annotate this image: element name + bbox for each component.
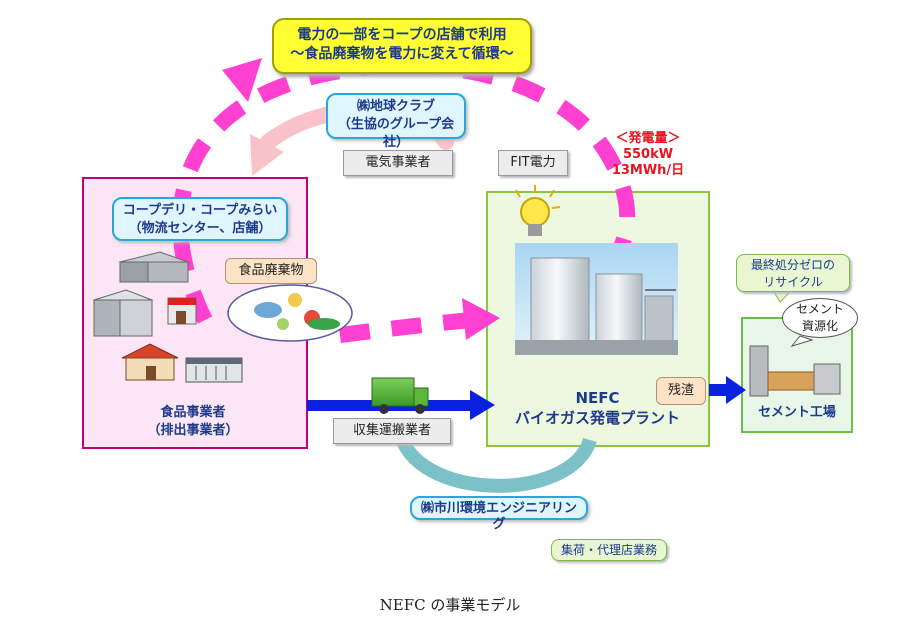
residue-arrowhead xyxy=(726,376,746,404)
coop-name: コープデリ・コープみらい xyxy=(122,203,278,218)
ichikawa-pill: ㈱市川環境エンジニアリング xyxy=(410,496,588,532)
recycle-line2: リサイクル xyxy=(763,275,823,289)
truck-icon xyxy=(371,377,429,414)
food-business-label: 食品事業者 （排出事業者） xyxy=(108,404,278,442)
coop-pill: コープデリ・コープみらい （物流センター、店舗） xyxy=(112,197,288,241)
chikyu-club-name: ㈱地球クラブ xyxy=(356,99,435,114)
transport-operator-label: 収集運搬業者 xyxy=(333,418,451,444)
coop-note: （物流センター、店舗） xyxy=(128,221,272,236)
supermarket-icon xyxy=(185,357,243,383)
cement-plant-illustration xyxy=(749,345,841,397)
cement-bubble-tail xyxy=(790,335,814,347)
biogas-plant-photo xyxy=(515,243,678,355)
fit-power-label: FIT電力 xyxy=(498,150,568,176)
waste-transport-arrowhead xyxy=(470,390,495,420)
recycle-pill: 最終処分ゼロの リサイクル xyxy=(736,254,850,292)
restaurant-icon xyxy=(121,343,179,381)
electricity-return-arrowhead xyxy=(250,134,284,176)
recycle-pill-tail xyxy=(773,291,792,303)
power-output-kw: 550kW xyxy=(622,147,674,162)
electricity-provider-label: 電気事業者 xyxy=(343,150,453,176)
convenience-store-icon xyxy=(167,297,197,325)
nefc-plant-label: NEFC バイオガス発電プラント xyxy=(495,388,700,430)
food-waste-label: 食品廃棄物 xyxy=(225,258,317,284)
food-waste-illustration xyxy=(227,284,353,342)
food-business-note: （排出事業者） xyxy=(147,423,239,438)
food-business-name: 食品事業者 xyxy=(160,405,226,420)
agency-services-label: 集荷・代理店業務 xyxy=(551,539,667,561)
header-line1: 電力の一部をコープの店舗で利用 xyxy=(297,27,507,43)
residue-arrow-shaft xyxy=(709,384,729,396)
recycle-line1: 最終処分ゼロの xyxy=(750,258,835,272)
cement-bubble-line1: セメント xyxy=(796,302,844,316)
nefc-name: NEFC xyxy=(575,389,620,407)
lightbulb-icon xyxy=(515,185,561,236)
circulation-loop-arrowhead-right xyxy=(462,298,500,340)
cement-resource-bubble: セメント 資源化 xyxy=(782,298,858,338)
factory-building-icon xyxy=(92,289,154,337)
power-output-mwh: 13MWh/日 xyxy=(611,163,685,178)
logistics-center-icon xyxy=(118,251,190,283)
power-output: ＜発電量＞ 550kW 13MWh/日 xyxy=(592,131,704,183)
circulation-loop-arrowhead-top xyxy=(222,58,262,102)
header-banner: 電力の一部をコープの店舗で利用 ～食品廃棄物を電力に変えて循環～ xyxy=(272,18,532,74)
nefc-plant-type: バイオガス発電プラント xyxy=(514,409,680,427)
header-line2: ～食品廃棄物を電力に変えて循環～ xyxy=(290,46,514,62)
chikyu-club-pill: ㈱地球クラブ （生協のグループ会社） xyxy=(326,93,466,150)
collection-agency-arc xyxy=(393,428,597,493)
residue-label: 残渣 xyxy=(656,377,706,405)
circulation-dashed-loop-lower xyxy=(339,312,471,343)
power-output-heading: ＜発電量＞ xyxy=(615,131,681,146)
chikyu-club-note: （生協のグループ会社） xyxy=(337,117,455,150)
figure-caption: NEFC の事業モデル xyxy=(379,596,521,614)
cement-factory-label: セメント工場 xyxy=(758,405,836,420)
cement-bubble-line2: 資源化 xyxy=(801,319,838,333)
